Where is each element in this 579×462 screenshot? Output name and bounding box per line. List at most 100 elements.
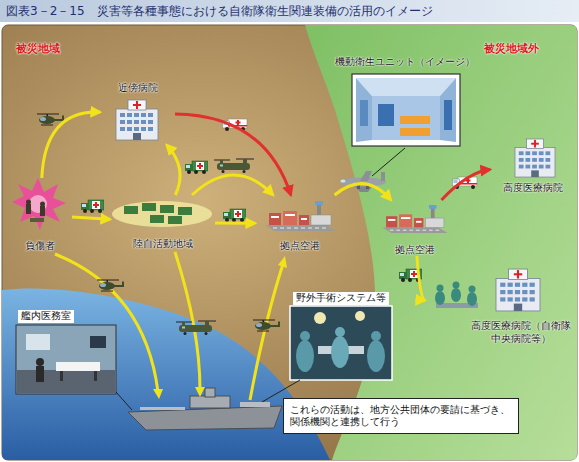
- surgeons: [435, 291, 445, 305]
- hub-airport-right: [382, 205, 447, 233]
- surgeons: [437, 285, 444, 292]
- ship: [140, 407, 185, 410]
- ship-routes: [55, 252, 287, 400]
- field-surgery-photo: [290, 306, 392, 380]
- sickbay-photo: [56, 362, 100, 371]
- helicopter: [253, 320, 280, 331]
- central-hospital: [496, 269, 540, 311]
- ship: [190, 396, 230, 408]
- node-label: 艦内医務室: [18, 310, 74, 323]
- chinook: [176, 321, 216, 335]
- surgery-callout: 野外手術システム等: [288, 292, 394, 382]
- region-label: 被災地域: [16, 42, 60, 55]
- node-label: 負傷者: [25, 240, 55, 253]
- field-surgery-photo: [290, 306, 392, 380]
- army-activity-site: [112, 201, 212, 227]
- mobile-medical-unit: [352, 74, 460, 146]
- transport-arrow: [442, 170, 491, 200]
- army-activity-site: [124, 206, 138, 214]
- army-activity-site: [168, 216, 182, 224]
- sickbay-photo: [26, 334, 50, 350]
- ship-routes: [278, 256, 287, 268]
- ship-routes: [195, 387, 205, 397]
- mobile-medical-unit: [360, 100, 368, 126]
- transport-arrow: [42, 112, 100, 178]
- transport-arrow: [192, 175, 273, 195]
- figure-title: 図表3－2－15 災害等各種事態における自衛隊衛生関連装備の活用のイメージ: [6, 4, 433, 18]
- node-label: 近傍病院: [118, 82, 158, 95]
- injured-explosion: [40, 206, 45, 216]
- mobile-medical-unit: [444, 100, 452, 130]
- injured-node: 負傷者: [8, 178, 72, 252]
- hospital-node: 高度医療病院: [490, 136, 575, 194]
- ship-routes: [175, 252, 200, 390]
- surgeons: [467, 292, 477, 306]
- region-label: 被災地域外: [484, 42, 539, 55]
- injured-explosion: [12, 178, 66, 230]
- mobile-medical-unit: [440, 78, 456, 142]
- ship: [128, 388, 282, 430]
- sickbay-photo: [16, 325, 116, 394]
- mobile-medical-unit: [356, 78, 456, 96]
- sickbay-photo: [17, 370, 115, 393]
- field-surgery-photo: [335, 327, 345, 337]
- mobile-medical-unit: [352, 74, 460, 146]
- field-surgery-photo: [314, 312, 326, 324]
- ship-routes: [250, 264, 283, 400]
- sickbay-photo: [36, 366, 44, 382]
- node-label: 陸自活動地域: [133, 238, 193, 251]
- sickbay-photo: [16, 325, 116, 394]
- hospital-node: 近傍病院: [100, 82, 175, 145]
- mobile-medical-unit: [400, 116, 430, 124]
- mobile-medical-unit: [372, 96, 440, 140]
- node-label: 高度医療病院: [503, 182, 563, 195]
- mobile-medical-unit: [378, 104, 394, 126]
- node-label: 拠点空港: [395, 244, 435, 257]
- sickbay-photo: [94, 371, 97, 381]
- surgeons: [435, 282, 478, 309]
- injured-explosion: [26, 200, 31, 205]
- nearby-hospital: [116, 100, 158, 140]
- node-label: 機動衛生ユニット（イメージ）: [335, 56, 475, 69]
- medical-unit-callout: 機動衛生ユニット（イメージ）: [334, 56, 476, 152]
- army-activity-site: [142, 203, 156, 211]
- field-surgery-photo: [367, 340, 385, 372]
- sickbay-photo: [36, 358, 44, 366]
- field-surgery-photo: [331, 336, 349, 368]
- surgeons: [469, 286, 476, 293]
- chinook: [214, 159, 254, 173]
- army-activity-site: [160, 205, 174, 213]
- injured-explosion: [30, 218, 44, 222]
- hub-airport-left: [265, 201, 335, 231]
- injured-explosion: [12, 178, 66, 230]
- transport-arrow: [417, 256, 425, 300]
- helicopter: [97, 280, 124, 291]
- field-surgery-photo: [296, 340, 314, 372]
- army-ambulance: [223, 209, 246, 222]
- army-activity-site: [112, 201, 212, 227]
- ship: [128, 406, 282, 430]
- unit-leader-line: [372, 148, 405, 176]
- ship-routes: [55, 254, 158, 392]
- node-label: 拠点空港: [280, 240, 320, 253]
- mobile-medical-unit: [356, 78, 372, 142]
- sickbay-callout: 艦内医務室: [14, 310, 118, 396]
- note-box: これらの活動は、地方公共団体の要請に基づき、関係機関と連携して行う: [283, 398, 519, 434]
- surgeons: [453, 282, 460, 289]
- sickbay-leader-line: [116, 392, 132, 410]
- airport-node: 拠点空港: [255, 195, 345, 252]
- field-surgery-photo: [355, 311, 365, 321]
- airport-node: 拠点空港: [380, 200, 450, 256]
- field-surgery-photo: [300, 331, 310, 341]
- transport-arrow: [215, 221, 255, 224]
- sickbay-photo: [90, 336, 106, 348]
- sea: [2, 288, 330, 460]
- outside-area-land: [305, 25, 577, 460]
- field-surgery-photo: [371, 331, 381, 341]
- transport-arrow: [175, 114, 291, 195]
- ship-routes: [153, 389, 163, 399]
